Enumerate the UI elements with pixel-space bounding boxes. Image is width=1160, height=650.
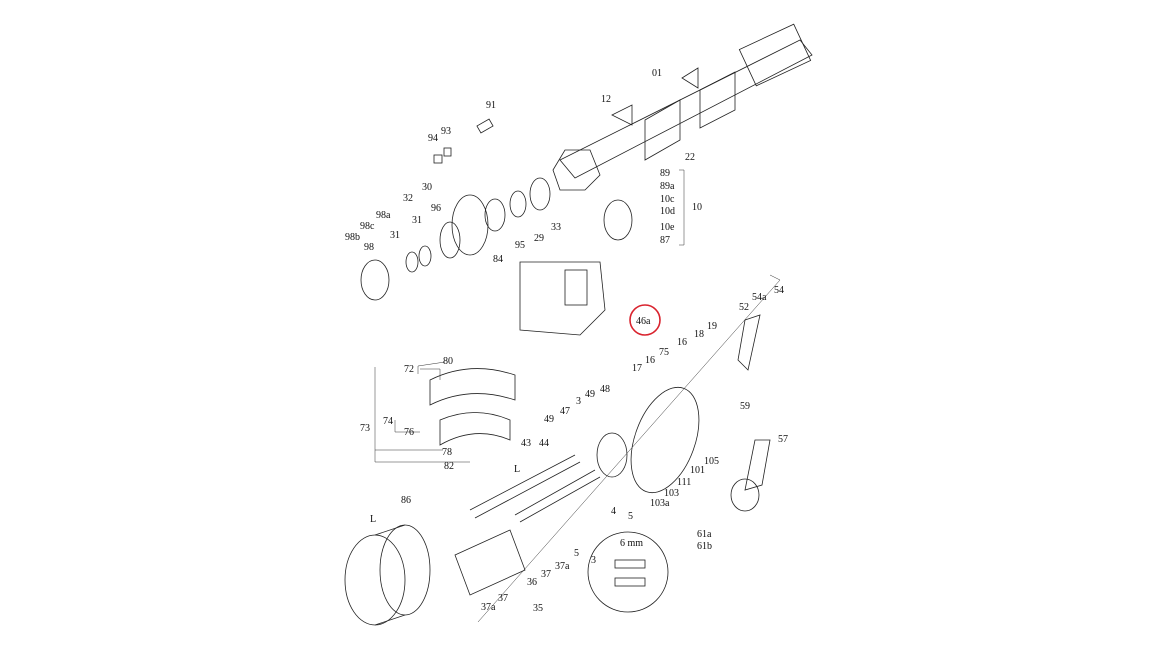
part-label-5: 5 [628,511,633,522]
part-label-48: 48 [600,384,610,395]
part-label-37a: 37a [481,602,496,613]
part-label-72: 72 [404,364,414,375]
part-label-highlighted: 46a [636,316,651,327]
part-label-16: 16 [677,337,687,348]
part-label-98b: 98b [345,232,360,243]
part-label-10e: 10e [660,222,675,233]
part-label-98a: 98a [376,210,391,221]
part-label-47: 47 [560,406,570,417]
part-label-32: 32 [403,193,413,204]
wheel-hub [360,118,633,301]
part-label-84: 84 [493,254,503,265]
part-label-93: 93 [441,126,451,137]
part-label-18: 18 [694,329,704,340]
part-label-10: 10 [692,202,702,213]
part-label-61b: 61b [697,541,712,552]
part-label-105: 105 [704,456,719,467]
part-label-54a: 54a [752,292,767,303]
part-label-61a: 61a [697,529,712,540]
part-label-80: 80 [443,356,453,367]
part-label-103a: 103a [650,498,670,509]
part-label-12: 12 [601,94,611,105]
part-label-89: 89 [660,168,670,179]
part-label-94: 94 [428,133,438,144]
part-label-31: 31 [390,230,400,241]
part-label-57: 57 [778,434,788,445]
part-label-36: 36 [527,577,537,588]
brake-drum [344,524,431,626]
part-label-43: 43 [521,438,531,449]
reference-lines [374,169,781,623]
part-label-74: 74 [383,416,393,427]
part-label-98c: 98c [360,221,375,232]
part-label-33: 33 [551,222,561,233]
part-label-75: 75 [659,347,669,358]
part-label-29: 29 [534,233,544,244]
part-label-30: 30 [422,182,432,193]
part-label-35: 35 [533,603,543,614]
part-label-37a: 37a [555,561,570,572]
part-label-10c: 10c [660,194,675,205]
part-label-16: 16 [645,355,655,366]
part-label-49: 49 [585,389,595,400]
part-label-101: 101 [690,465,705,476]
part-label-76: 76 [404,427,414,438]
part-label-22: 22 [685,152,695,163]
part-label-10d: 10d [660,206,675,217]
part-label-44: 44 [539,438,549,449]
part-label-78: 78 [442,447,452,458]
part-label-59: 59 [740,401,750,412]
part-label-3: 3 [576,396,581,407]
axle-beam [552,23,813,191]
part-label-54: 54 [774,285,784,296]
part-label-98: 98 [364,242,374,253]
part-label-96: 96 [431,203,441,214]
part-label-103: 103 [664,488,679,499]
part-label-4: 4 [611,506,616,517]
part-label-37: 37 [498,593,508,604]
highlight-circle-46a [629,304,661,336]
part-label-87: 87 [660,235,670,246]
part-label-91: 91 [486,100,496,111]
part-label-82: 82 [444,461,454,472]
part-label-5: 5 [574,548,579,559]
part-label-01: 01 [652,68,662,79]
part-label-95: 95 [515,240,525,251]
part-label-49: 49 [544,414,554,425]
part-label-19: 19 [707,321,717,332]
part-label-L: L [514,464,520,475]
part-label-37: 37 [541,569,551,580]
dimension-label: 6 mm [620,538,643,549]
part-label-52: 52 [739,302,749,313]
part-label-3: 3 [591,555,596,566]
part-label-17: 17 [632,363,642,374]
seal-detail-inset [519,261,606,336]
brake-assembly [429,314,771,596]
part-label-86: 86 [401,495,411,506]
dimension-detail-circle [587,531,669,613]
part-label-L: L [370,514,376,525]
part-label-31: 31 [412,215,422,226]
part-label-111: 111 [677,477,691,488]
part-label-73: 73 [360,423,370,434]
part-label-89a: 89a [660,181,675,192]
